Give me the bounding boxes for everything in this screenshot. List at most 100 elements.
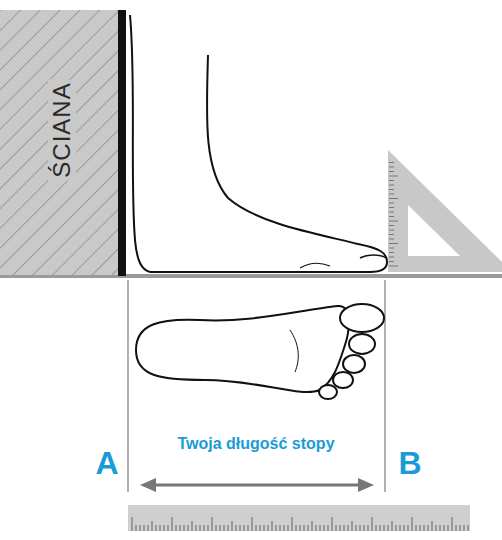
tick: [240, 525, 241, 531]
tick: [389, 257, 394, 258]
wall-label: ŚCIANA: [48, 79, 76, 180]
measure-arrow: [152, 484, 362, 487]
tick: [292, 517, 293, 531]
tick: [389, 180, 394, 181]
tick: [389, 171, 394, 172]
toe: [333, 372, 353, 388]
tick: [348, 525, 349, 531]
toe: [319, 385, 337, 399]
tick: [220, 525, 221, 531]
tick: [389, 225, 394, 226]
tick: [212, 517, 213, 531]
tick: [389, 162, 394, 163]
toe: [349, 334, 375, 354]
tick: [144, 525, 145, 531]
tick: [424, 525, 425, 531]
tick: [200, 525, 201, 531]
tick: [272, 521, 273, 531]
tick: [352, 521, 353, 531]
tick: [389, 221, 398, 222]
tick: [468, 525, 469, 531]
tick: [372, 517, 373, 531]
tick: [389, 239, 394, 240]
point-label: B: [396, 445, 423, 482]
measure-caption: Twoja długość stopy: [175, 435, 336, 453]
tick: [460, 525, 461, 531]
tick: [389, 167, 394, 168]
guide-line: [127, 280, 129, 492]
tick: [316, 525, 317, 531]
tick: [256, 525, 257, 531]
wall-edge: [118, 10, 126, 276]
tick: [440, 525, 441, 531]
tick: [192, 521, 193, 531]
tick: [389, 185, 394, 186]
tick: [368, 525, 369, 531]
tick: [188, 525, 189, 531]
tick: [204, 525, 205, 531]
tick: [324, 525, 325, 531]
tick: [300, 525, 301, 531]
tick: [404, 525, 405, 531]
tick: [248, 525, 249, 531]
tick: [232, 521, 233, 531]
tick: [140, 525, 141, 531]
tick: [389, 212, 394, 213]
tick: [280, 525, 281, 531]
toe: [340, 304, 384, 332]
tick: [244, 525, 245, 531]
set-square: [388, 150, 502, 272]
tick: [180, 525, 181, 531]
tick: [264, 525, 265, 531]
tick: [396, 525, 397, 531]
ruler: [128, 505, 470, 531]
tick: [392, 521, 393, 531]
point-label: A: [93, 445, 120, 482]
tick: [400, 525, 401, 531]
tick: [452, 517, 453, 531]
heel-line: [130, 15, 150, 272]
tick: [408, 525, 409, 531]
tick: [380, 525, 381, 531]
tick: [436, 525, 437, 531]
tick: [389, 261, 394, 262]
tick: [420, 525, 421, 531]
toe-crease: [300, 263, 330, 268]
tick: [252, 517, 253, 531]
tick: [132, 517, 133, 531]
arrow-head: [358, 478, 374, 492]
tick: [356, 525, 357, 531]
tick: [228, 525, 229, 531]
tick: [344, 525, 345, 531]
tick: [196, 525, 197, 531]
tick: [136, 525, 137, 531]
tick: [340, 525, 341, 531]
tick: [416, 525, 417, 531]
footprint: [136, 306, 349, 392]
tick: [389, 198, 398, 199]
tick: [172, 517, 173, 531]
arrow-head: [140, 478, 156, 492]
tick: [389, 216, 394, 217]
tick: [389, 266, 398, 267]
tick: [389, 176, 398, 177]
tick: [320, 525, 321, 531]
sole-crease: [290, 330, 298, 372]
tick: [384, 525, 385, 531]
tick: [389, 203, 394, 204]
tick: [224, 525, 225, 531]
tick: [428, 525, 429, 531]
tick: [389, 207, 394, 208]
tick: [288, 525, 289, 531]
tick: [152, 521, 153, 531]
tick: [360, 525, 361, 531]
tick: [448, 525, 449, 531]
tick: [456, 525, 457, 531]
guide-line: [384, 280, 386, 492]
tick: [376, 525, 377, 531]
tick: [389, 248, 394, 249]
tick: [464, 525, 465, 531]
tick: [389, 230, 394, 231]
tick: [260, 525, 261, 531]
tick: [332, 517, 333, 531]
